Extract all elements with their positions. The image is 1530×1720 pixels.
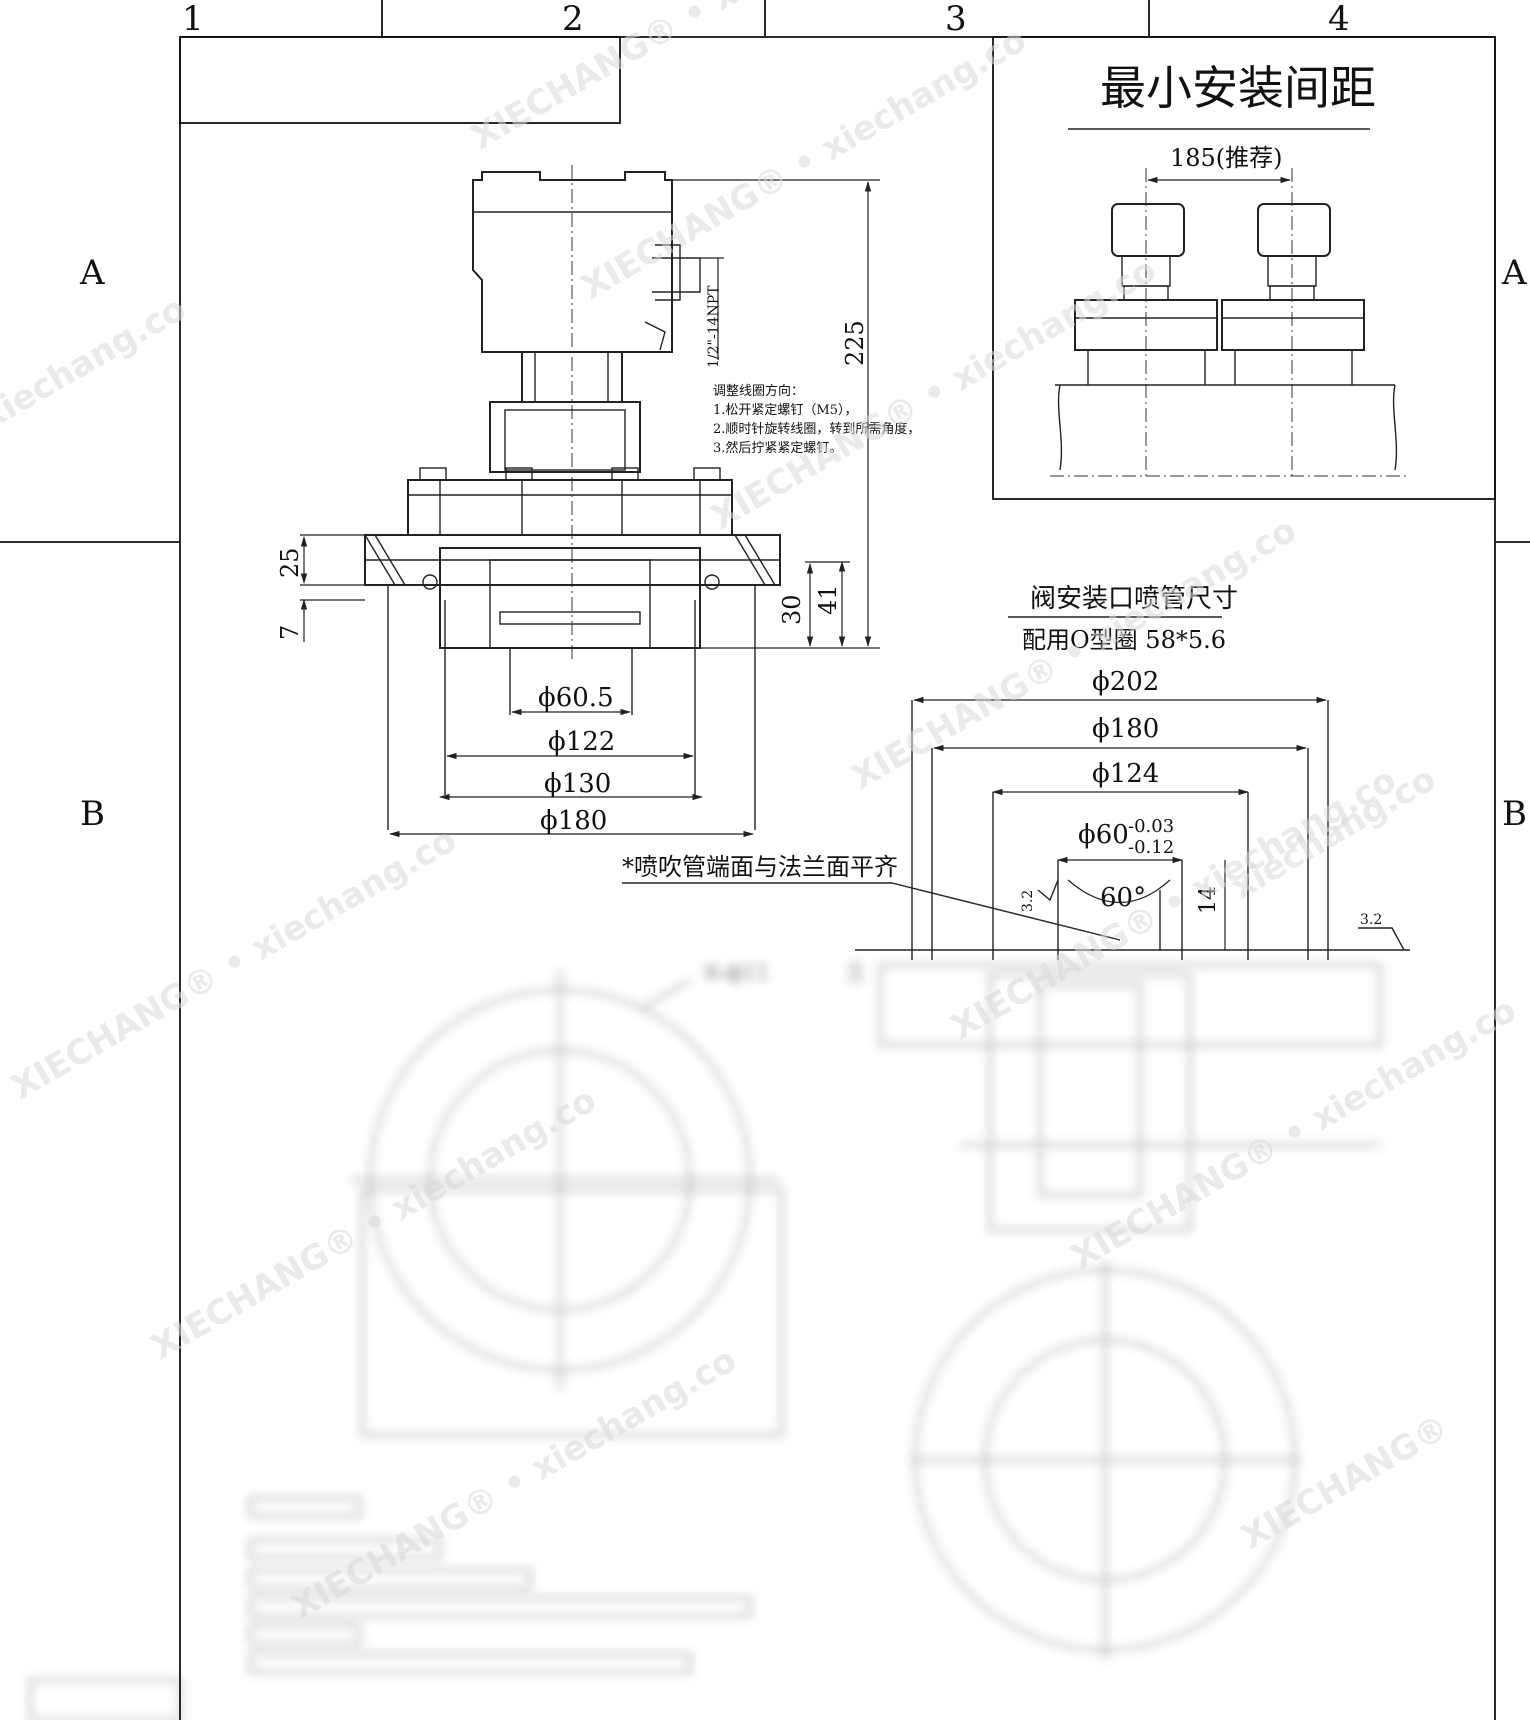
- col-label-1: 1: [182, 0, 204, 39]
- dim-25: 25: [276, 547, 304, 578]
- dim-225: 225: [841, 320, 869, 366]
- dim-phi-60: ϕ60: [1078, 820, 1129, 850]
- row-label-b-left: B: [80, 794, 105, 834]
- nozzle-dimension-panel: 阀安装口喷管尺寸 配用O型圈 58*5.6 ϕ202 ϕ180 ϕ124 ϕ60…: [622, 584, 1410, 960]
- roughness-b: 3.2: [1360, 912, 1382, 928]
- main-view-dimensions: 225 25 7 30 41 1/2"-14NPT ϕ60.5 ϕ122 ϕ13…: [276, 179, 880, 838]
- row-label-b-right: B: [1502, 794, 1527, 834]
- dim-41: 41: [814, 584, 842, 615]
- col-label-2: 2: [562, 0, 584, 39]
- valve-left: [1074, 203, 1218, 385]
- watermark-10: XIECHANG®: [1235, 1407, 1456, 1558]
- watermark-5: XIECHANG® • xiechang.co: [945, 760, 1404, 1048]
- hole-callout: 6-ϕ11: [705, 961, 769, 986]
- roughness-a: 3.2: [1020, 890, 1036, 912]
- notes-line-2: 2.顺时针旋转线圈，转到所需角度，: [713, 421, 920, 437]
- dim-10: 10: [846, 962, 867, 985]
- spacing-recommended: 185(推荐): [1170, 144, 1283, 172]
- watermark-4: XIECHANG® • xiechang.co: [845, 510, 1304, 798]
- notes-line-3: 3.然后拧紧紧定螺钉。: [713, 440, 842, 456]
- main-valve-section-view: [364, 165, 781, 830]
- coil-adjust-notes: 调整线圈方向： 1.松开紧定螺钉（M5）， 2.顺时针旋转线圈，转到所需角度， …: [713, 383, 920, 456]
- valve-right: [1221, 203, 1365, 385]
- dim-phi-60-5: ϕ60.5: [538, 683, 614, 713]
- watermark-8: XIECHANG® • xiechang.co: [145, 1080, 604, 1368]
- thread-label: 1/2"-14NPT: [706, 285, 722, 368]
- row-label-a-right: A: [1501, 253, 1527, 293]
- dim-14: 14: [1196, 886, 1221, 914]
- dim-phi-124: ϕ124: [1092, 759, 1159, 789]
- col-label-4: 4: [1328, 0, 1350, 39]
- dim-phi-180: ϕ180: [540, 806, 607, 836]
- row-label-a-left: A: [79, 253, 105, 293]
- dim-phi-130: ϕ130: [544, 769, 611, 799]
- notes-line-1: 1.松开紧定螺钉（M5），: [713, 403, 858, 418]
- watermarks: XIECHANG® • xiechang.co XIECHANG® • xiec…: [0, 0, 1523, 1628]
- grid-labels: 1 2 3 4 A A B B: [79, 0, 1527, 834]
- watermark-9: XIECHANG® • xiechang.co: [285, 1340, 744, 1628]
- nozzle-oring: 配用O型圈 58*5.6: [1022, 626, 1226, 654]
- lower-views-blurred: 6-ϕ11 10: [29, 961, 1381, 1720]
- nozzle-title: 阀安装口喷管尺寸: [1030, 584, 1238, 614]
- col-label-3: 3: [945, 0, 967, 39]
- tol-upper: -0.03: [1128, 816, 1174, 837]
- watermark-7: XIECHANG® • xiechang.co: [5, 820, 464, 1108]
- flush-note: *喷吹管端面与法兰面平齐: [622, 853, 898, 881]
- watermark-11: xiechang.co: [0, 289, 193, 438]
- spacing-title: 最小安装间距: [1100, 61, 1376, 115]
- angle-60: 60°: [1100, 883, 1146, 913]
- notes-heading: 调整线圈方向：: [713, 383, 804, 399]
- dim-phi-122: ϕ122: [548, 727, 615, 757]
- dim-phi-202: ϕ202: [1092, 667, 1159, 697]
- tol-lower: -0.12: [1128, 837, 1174, 858]
- dim-phi-180-nozzle: ϕ180: [1092, 714, 1159, 744]
- dim-30: 30: [778, 594, 806, 625]
- watermark-6: XIECHANG® • xiechang.co: [1065, 990, 1524, 1278]
- min-spacing-panel: 最小安装间距 185(推荐): [992, 36, 1496, 500]
- dim-7: 7: [276, 625, 304, 640]
